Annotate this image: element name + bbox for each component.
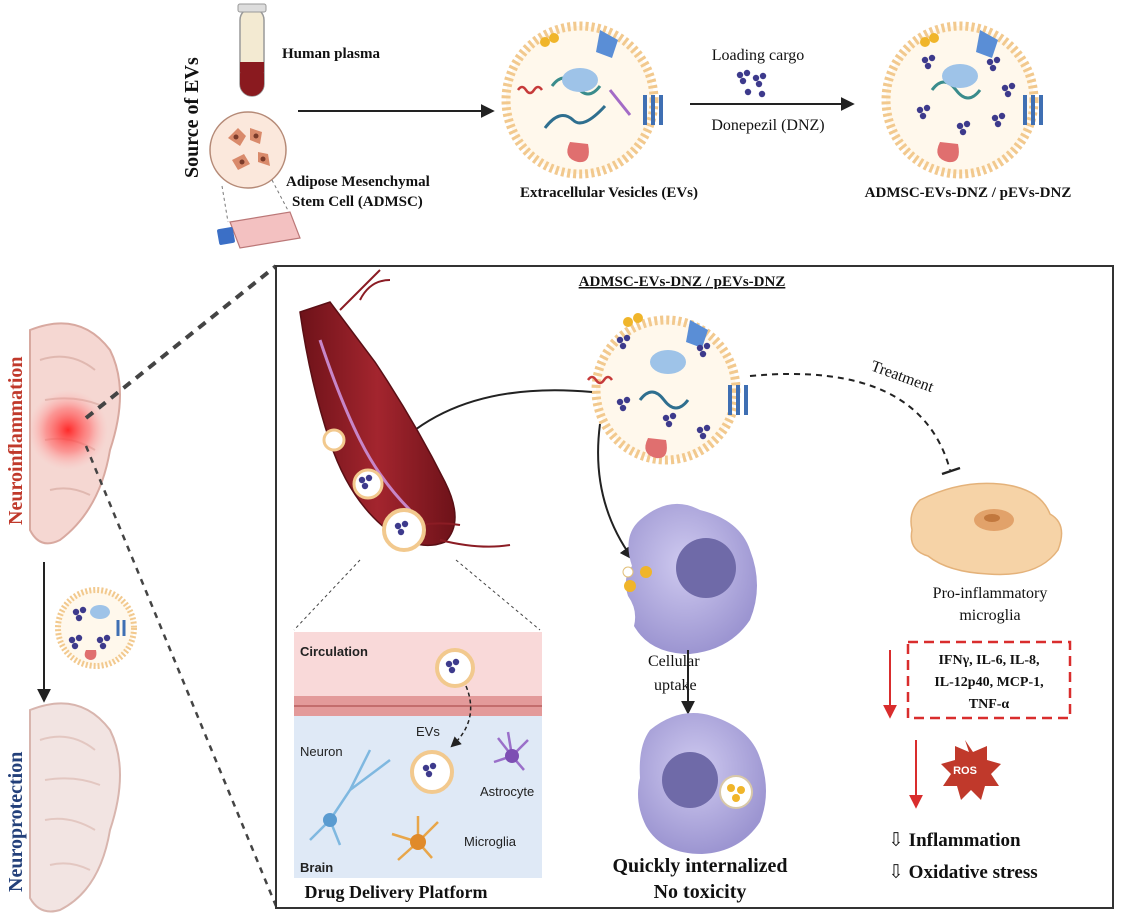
- inset-zoom-right: [455, 559, 541, 631]
- delivery-caption: Drug Delivery Platform: [305, 882, 488, 902]
- uptake-caption-line1: Quickly internalized: [613, 855, 788, 877]
- source-vertical-label: Source of EVs: [181, 57, 203, 178]
- astrocyte-icon: [493, 731, 529, 771]
- ev-label: Extracellular Vesicles (EVs): [520, 185, 698, 201]
- admsc-label-line2: Stem Cell (ADMSC): [292, 194, 423, 210]
- astrocyte-label: Astrocyte: [480, 784, 534, 799]
- outcome-inflammation: ⇩ Inflammation: [888, 830, 1021, 851]
- ros-burst-icon: [941, 740, 1001, 800]
- drug-label: Donepezil (DNZ): [711, 117, 824, 134]
- culture-flask-icon: [217, 179, 301, 249]
- plasma-tube-icon: [237, 3, 267, 97]
- treatment-inhibit-line: [749, 372, 951, 471]
- microglia-label-line2: microglia: [959, 607, 1020, 624]
- inflamed-brain-icon: [28, 322, 121, 545]
- zoom-line-top: [84, 264, 278, 420]
- blood-vessel-icon: [299, 269, 511, 552]
- brain-ev-icon: [410, 750, 454, 794]
- circulation-zone: [294, 632, 542, 700]
- neuron-label: Neuron: [300, 744, 343, 759]
- cytokine-line-1: IFNγ, IL-6, IL-8,: [938, 653, 1039, 668]
- neuroinflammation-label: Neuroinflammation: [5, 356, 27, 525]
- cytokine-box: [906, 640, 1072, 720]
- cytokine-line-2: IL-12p40, MCP-1,: [934, 675, 1043, 690]
- uptake-label-line1: Cellular: [648, 653, 700, 670]
- drug-dots-icon: [736, 69, 767, 98]
- detail-panel: [275, 265, 1114, 909]
- circulation-label: Circulation: [300, 644, 368, 659]
- loaded-vesicle: [881, 21, 1043, 179]
- loading-label: Loading cargo: [712, 47, 805, 64]
- admsc-label-line1: Adipose Mesenchymal: [286, 174, 430, 190]
- panel-vesicle: [586, 313, 748, 465]
- zoom-line-bottom: [84, 445, 278, 907]
- uptake-cell-icon: [622, 503, 757, 654]
- brain-inset-label: Brain: [300, 860, 333, 875]
- internalized-cell-icon: [638, 713, 766, 854]
- uptake-label-line2: uptake: [654, 677, 697, 694]
- microglia-inset-label: Microglia: [464, 834, 517, 849]
- uptake-caption-line2: No toxicity: [654, 881, 747, 903]
- evs-inset-label: EVs: [416, 724, 440, 739]
- ros-label: ROS: [953, 765, 977, 777]
- circulating-ev-icon: [435, 648, 475, 688]
- small-vesicle-icon: [55, 587, 137, 669]
- microglia-inset-icon: [391, 816, 439, 861]
- neuroprotection-label: Neuroprotection: [5, 752, 27, 892]
- panel-title: ADMSC-EVs-DNZ / pEVs-DNZ: [579, 274, 786, 290]
- plasma-label: Human plasma: [282, 46, 380, 62]
- microglia-cell-icon: [910, 482, 1063, 576]
- to-uptake-arrow: [597, 423, 634, 561]
- cytokine-line-3: TNF-α: [969, 697, 1010, 712]
- ev-vesicle: [501, 21, 663, 179]
- loaded-label: ADMSC-EVs-DNZ / pEVs-DNZ: [865, 185, 1072, 201]
- transcytosis-arrow: [450, 685, 472, 748]
- treatment-inhibit-bar: [941, 466, 961, 476]
- treatment-label: Treatment: [869, 358, 937, 396]
- admsc-cells-icon: [209, 111, 287, 189]
- protected-brain-icon: [29, 702, 121, 913]
- neuron-icon: [309, 749, 391, 846]
- outcome-oxidative: ⇩ Oxidative stress: [888, 862, 1038, 883]
- inset-zoom-left: [293, 559, 361, 631]
- microglia-label-line1: Pro-inflammatory: [933, 585, 1048, 602]
